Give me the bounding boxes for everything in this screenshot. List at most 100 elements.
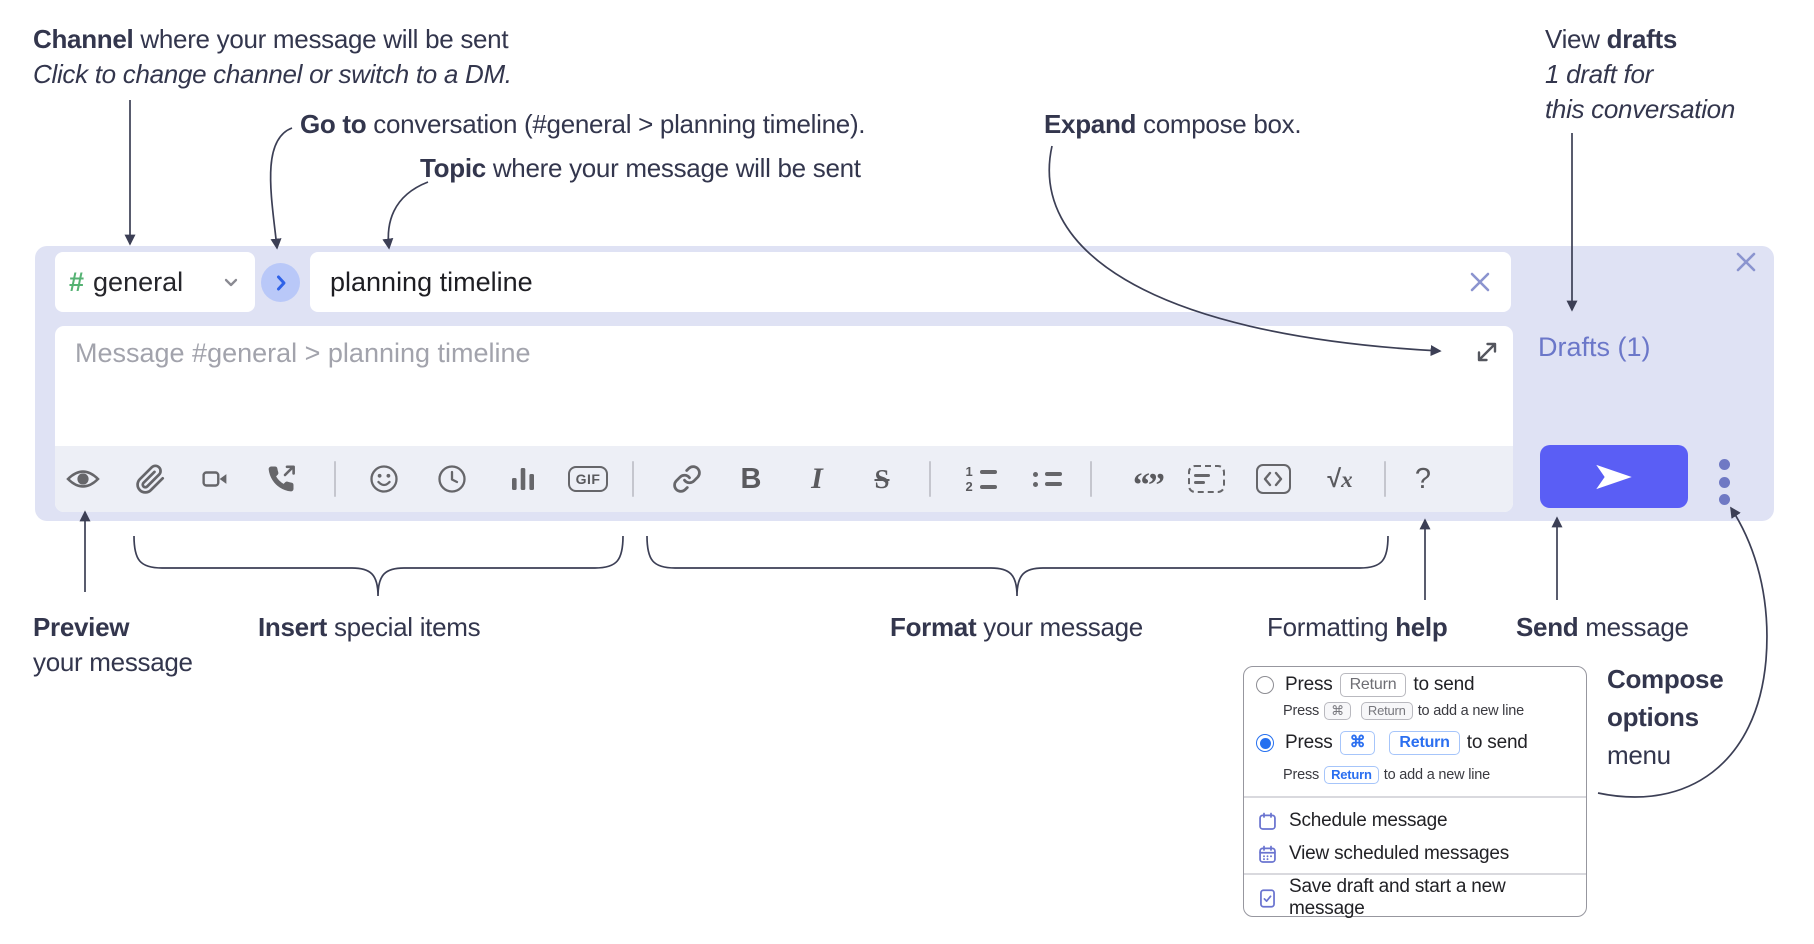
option-subtext: Press	[1283, 767, 1320, 783]
annotation-send-bold: Send	[1516, 612, 1579, 642]
italic-icon: I	[811, 462, 823, 495]
code-icon	[1255, 464, 1291, 494]
topic-arrow	[382, 181, 429, 250]
annotation-drafts-line3: this conversation	[1545, 94, 1736, 124]
menu-item-label: Save draft and start a new message	[1288, 876, 1506, 919]
send-button[interactable]	[1540, 445, 1688, 508]
link-button[interactable]	[665, 454, 709, 504]
annotation-compose-options: Compose options menu	[1607, 660, 1724, 774]
compose-options-button[interactable]	[1711, 459, 1737, 505]
annotation-compose-line1: Compose	[1607, 664, 1724, 694]
annotation-insert-bold: Insert	[258, 612, 328, 642]
annotation-insert-rest: special items	[327, 612, 481, 642]
annotation-help-bold: help	[1395, 612, 1448, 642]
radio-selected-icon[interactable]	[1256, 734, 1274, 752]
add-voice-call-button[interactable]	[259, 454, 303, 504]
go-to-conversation-button[interactable]	[261, 263, 300, 302]
compose-toolbar: GIF B I S 1 2	[55, 446, 1513, 512]
menu-item-view-scheduled[interactable]: View scheduled messages	[1244, 839, 1586, 869]
code-button[interactable]	[1251, 454, 1295, 504]
insert-brace	[133, 535, 624, 597]
calendar-icon	[1259, 812, 1276, 830]
toolbar-divider	[929, 461, 931, 497]
return-key: Return	[1324, 765, 1379, 785]
ellipsis-dot	[1718, 494, 1730, 505]
annotation-expand: Expand compose box.	[1044, 107, 1302, 142]
topic-input[interactable]	[330, 252, 1450, 312]
annotation-drafts-line2: 1 draft for	[1545, 59, 1653, 89]
add-gif-button[interactable]: GIF	[566, 454, 610, 504]
annotation-channel-line2: Click to change channel or switch to a D…	[33, 59, 512, 89]
drafts-link[interactable]: Drafts (1)	[1538, 332, 1651, 362]
strikethrough-button[interactable]: S	[860, 454, 904, 504]
channel-name: general	[93, 266, 184, 297]
compose-options-menu: Press Return to send Press ⌘ Return to a…	[1243, 666, 1587, 919]
bulleted-list-icon	[1031, 471, 1062, 487]
message-formatting-help-button[interactable]: ?	[1401, 454, 1445, 504]
numbered-list-button[interactable]: 1 2	[959, 454, 1003, 504]
toolbar-divider	[632, 461, 634, 497]
spoiler-button[interactable]	[1184, 454, 1228, 504]
annotation-drafts-bold: drafts	[1606, 24, 1678, 54]
cmd-key: ⌘	[1324, 701, 1351, 721]
annotation-help-pre: Formatting	[1267, 612, 1396, 642]
add-global-time-button[interactable]	[430, 454, 474, 504]
channel-selector[interactable]: # general	[55, 252, 255, 312]
radio-unselected-icon[interactable]	[1256, 676, 1274, 694]
preview-button[interactable]	[61, 454, 105, 504]
ellipsis-dot	[1718, 459, 1730, 470]
video-camera-icon	[202, 471, 227, 487]
clear-topic-icon[interactable]	[1467, 269, 1493, 295]
annotation-drafts-pre: View	[1545, 24, 1607, 54]
annotation-topic-rest: where your message will be sent	[485, 153, 861, 183]
return-key: Return	[1339, 673, 1407, 697]
send-on-cmd-return-option[interactable]: Press ⌘ Return to send	[1256, 729, 1528, 757]
gif-icon: GIF	[567, 466, 609, 492]
annotation-preview: Preview your message	[33, 610, 193, 680]
annotation-send: Send message	[1516, 610, 1689, 645]
math-button[interactable]: √x	[1318, 454, 1362, 504]
format-brace	[646, 535, 1389, 597]
goto-arrow	[269, 127, 293, 250]
menu-item-schedule-message[interactable]: Schedule message	[1244, 806, 1586, 836]
annotation-topic-bold: Topic	[420, 153, 486, 183]
bold-button[interactable]: B	[729, 454, 773, 504]
phone-call-icon	[268, 465, 295, 492]
italic-button[interactable]: I	[795, 454, 839, 504]
eye-icon	[66, 470, 100, 488]
annotation-expand-rest: compose box.	[1136, 109, 1302, 139]
add-poll-button[interactable]	[501, 454, 545, 504]
annotation-topic: Topic where your message will be sent	[420, 151, 861, 186]
message-input[interactable]	[75, 338, 1455, 438]
annotation-goto-bold: Go to	[300, 109, 367, 139]
annotation-preview-bold: Preview	[33, 612, 130, 642]
bulleted-list-button[interactable]	[1024, 454, 1068, 504]
hashtag-icon: #	[69, 266, 85, 297]
expand-compose-icon[interactable]	[1474, 339, 1500, 365]
menu-item-label: View scheduled messages	[1289, 843, 1510, 864]
ellipsis-dot	[1718, 476, 1730, 488]
chevron-down-icon	[224, 278, 238, 287]
add-emoji-button[interactable]	[362, 454, 406, 504]
cmd-key: ⌘	[1339, 731, 1376, 755]
message-box: GIF B I S 1 2	[55, 326, 1513, 512]
attach-file-button[interactable]	[128, 454, 172, 504]
annotation-goto-rest: conversation (#general > planning timeli…	[366, 109, 866, 139]
annotation-format-bold: Format	[890, 612, 977, 642]
send-on-return-option[interactable]: Press Return to send	[1256, 672, 1475, 698]
close-compose-icon[interactable]	[1731, 247, 1761, 277]
strikethrough-icon: S	[874, 463, 890, 494]
add-video-call-button[interactable]	[193, 454, 237, 504]
menu-item-save-draft[interactable]: Save draft and start a new message	[1244, 876, 1586, 919]
topic-input-wrap	[310, 252, 1511, 312]
toolbar-divider	[334, 461, 336, 497]
option-text: Press	[1285, 732, 1333, 753]
annotation-insert: Insert special items	[258, 610, 481, 645]
menu-divider	[1244, 873, 1586, 875]
quote-button[interactable]: “”	[1126, 454, 1170, 504]
link-icon	[673, 465, 701, 493]
annotation-channel: Channel where your message will be sent …	[33, 22, 512, 92]
toolbar-divider	[1384, 461, 1386, 497]
option-text: to send	[1413, 674, 1475, 695]
annotation-view-drafts: View drafts 1 draft for this conversatio…	[1545, 22, 1735, 127]
